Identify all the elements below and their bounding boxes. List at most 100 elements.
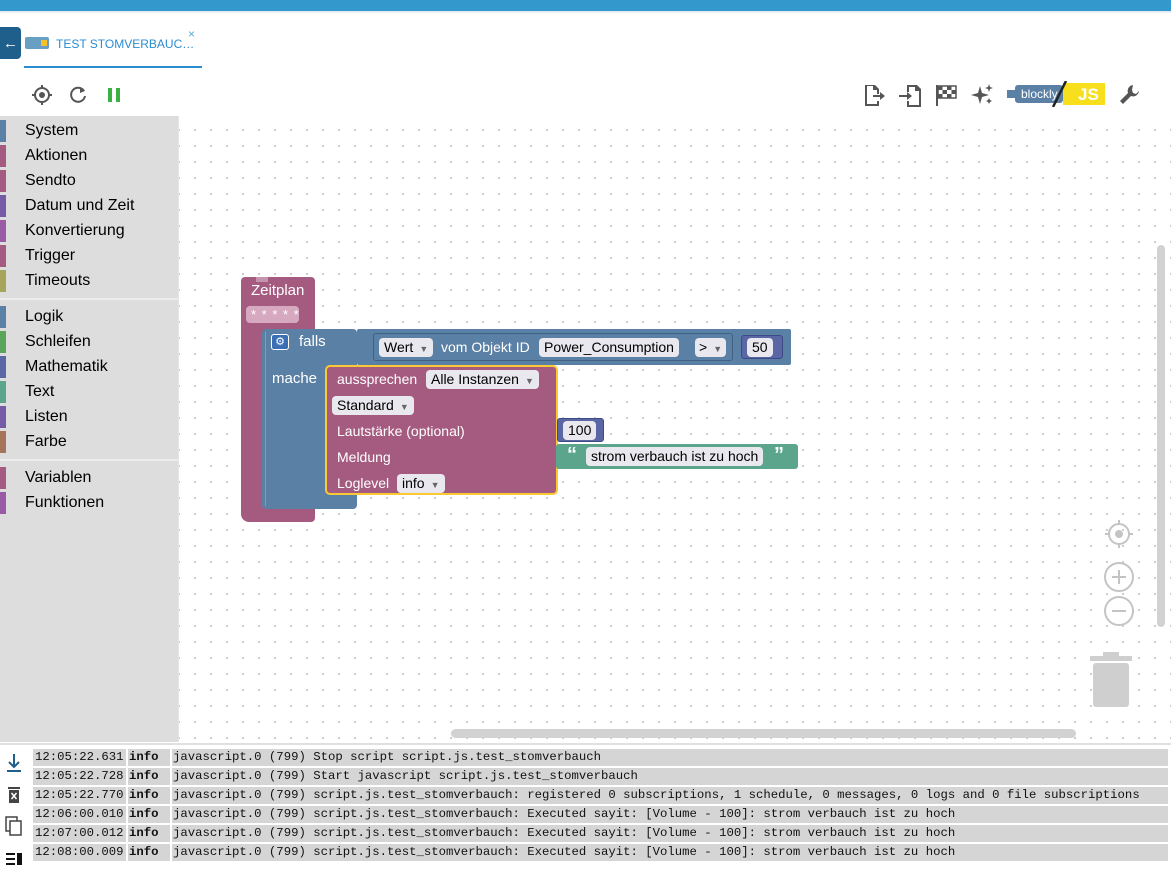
puzzle-tab [1007, 90, 1015, 98]
log-cell-separator [170, 768, 172, 785]
category-color-bar [0, 356, 6, 378]
instance-dropdown[interactable]: Alle Instanzen ▼ [426, 370, 539, 389]
log-cell-separator [170, 787, 172, 804]
quote-open-icon: “ [567, 444, 577, 466]
flag-icon[interactable] [932, 81, 960, 109]
sidebar-category-farbe[interactable]: Farbe [0, 430, 178, 454]
zoom-in-icon[interactable] [1103, 561, 1135, 593]
import-icon[interactable] [896, 81, 924, 109]
js-badge [1063, 83, 1105, 105]
log-message: javascript.0 (799) script.js.test_stomve… [173, 807, 956, 821]
loglevel-value: info [402, 475, 425, 491]
instance-label: Alle Instanzen [431, 371, 519, 387]
scroll-to-bottom-icon[interactable] [3, 752, 25, 774]
horizontal-scrollbar[interactable] [451, 729, 1076, 738]
log-cell-separator [170, 806, 172, 823]
clear-log-icon[interactable] [3, 784, 25, 806]
operator-dropdown[interactable]: >▼ [695, 338, 727, 357]
sidebar-category-trigger[interactable]: Trigger [0, 244, 178, 268]
log-message: javascript.0 (799) script.js.test_stomve… [173, 845, 956, 859]
sidebar-category-aktionen[interactable]: Aktionen [0, 144, 178, 168]
tab-title: TEST STOMVERBAUC… [56, 37, 195, 51]
log-cell-separator [126, 806, 128, 823]
volume-label: Lautstärke (optional) [337, 423, 465, 439]
category-color-bar [0, 381, 6, 403]
log-severity: info [129, 750, 159, 764]
category-color-bar [0, 245, 6, 267]
sidebar-category-text[interactable]: Text [0, 380, 178, 404]
sidebar-category-listen[interactable]: Listen [0, 405, 178, 429]
message-field[interactable]: strom verbauch ist zu hoch [586, 447, 764, 466]
chevron-down-icon: ▼ [399, 402, 409, 412]
category-label: Schleifen [25, 333, 91, 350]
threshold-field[interactable]: 50 [747, 338, 773, 357]
close-icon[interactable]: × [188, 27, 196, 41]
category-color-bar [0, 120, 6, 142]
blockly-js-toggle[interactable]: blockly JS [1007, 81, 1105, 107]
log-message: javascript.0 (799) Stop script script.js… [173, 750, 602, 764]
sidebar-category-sendto[interactable]: Sendto [0, 169, 178, 193]
sidebar-category-konvertierung[interactable]: Konvertierung [0, 219, 178, 243]
category-label: Listen [25, 408, 68, 425]
export-icon[interactable] [860, 81, 888, 109]
log-cell-separator [170, 749, 172, 766]
blockly-badge [1015, 85, 1063, 103]
refresh-icon[interactable] [64, 81, 92, 109]
zoom-out-icon[interactable] [1103, 595, 1135, 627]
editor-toolbar [0, 76, 1171, 114]
gear-icon[interactable]: ⚙ [271, 334, 289, 350]
magic-icon[interactable] [968, 81, 996, 109]
chevron-down-icon: ▼ [524, 376, 534, 386]
category-separator [0, 459, 178, 461]
log-cell-separator [126, 787, 128, 804]
value-dropdown-label: Wert [384, 339, 414, 355]
sidebar-category-variablen[interactable]: Variablen [0, 466, 178, 490]
crosshair-icon[interactable] [28, 81, 56, 109]
slash-icon [1051, 81, 1068, 107]
sidebar-category-system[interactable]: System [0, 119, 178, 143]
center-workspace-icon[interactable] [1103, 518, 1135, 550]
back-arrow-icon[interactable]: ← [0, 27, 21, 59]
vertical-scrollbar[interactable] [1157, 245, 1165, 627]
trash-icon[interactable] [1088, 650, 1134, 708]
sidebar-category-schleifen[interactable]: Schleifen [0, 330, 178, 354]
columns-icon[interactable] [3, 848, 25, 870]
object-id-label: vom Objekt ID [441, 339, 530, 355]
category-color-bar [0, 431, 6, 453]
loglevel-dropdown[interactable]: info▼ [397, 474, 445, 493]
sidebar-category-datum-und-zeit[interactable]: Datum und Zeit [0, 194, 178, 218]
category-label: Timeouts [25, 272, 91, 289]
sidebar-category-funktionen[interactable]: Funktionen [0, 491, 178, 515]
copy-icon[interactable] [3, 815, 25, 837]
volume-field[interactable]: 100 [563, 421, 597, 440]
wrench-icon[interactable] [1116, 81, 1144, 109]
category-color-bar [0, 406, 6, 428]
category-label: Sendto [25, 172, 76, 189]
object-id-field[interactable]: Power_Consumption [539, 338, 679, 357]
sidebar-category-timeouts[interactable]: Timeouts [0, 269, 178, 293]
sidebar-category-logik[interactable]: Logik [0, 305, 178, 329]
log-time: 12:05:22.631 [35, 750, 124, 764]
cron-field[interactable]: * * * * * [246, 306, 299, 323]
category-separator [0, 298, 178, 300]
chevron-down-icon: ▼ [713, 344, 723, 354]
sidebar-category-mathematik[interactable]: Mathematik [0, 355, 178, 379]
category-label: Aktionen [25, 147, 88, 164]
chevron-down-icon: ▼ [419, 344, 429, 354]
category-color-bar [0, 145, 6, 167]
voice-dropdown[interactable]: Standard▼ [332, 396, 414, 415]
log-time: 12:05:22.770 [35, 788, 124, 802]
say-label: aussprechen [337, 371, 418, 387]
log-cell-separator [126, 844, 128, 861]
category-label: Text [25, 383, 55, 400]
message-label: Meldung [337, 449, 391, 465]
tab-script[interactable]: TEST STOMVERBAUC… × [24, 27, 202, 68]
category-label: Logik [25, 308, 64, 325]
value-dropdown[interactable]: Wert ▼ [379, 338, 434, 357]
category-label: Mathematik [25, 358, 108, 375]
category-color-bar [0, 306, 6, 328]
category-label: Variablen [25, 469, 92, 486]
pause-icon[interactable] [100, 81, 128, 109]
log-severity: info [129, 769, 159, 783]
